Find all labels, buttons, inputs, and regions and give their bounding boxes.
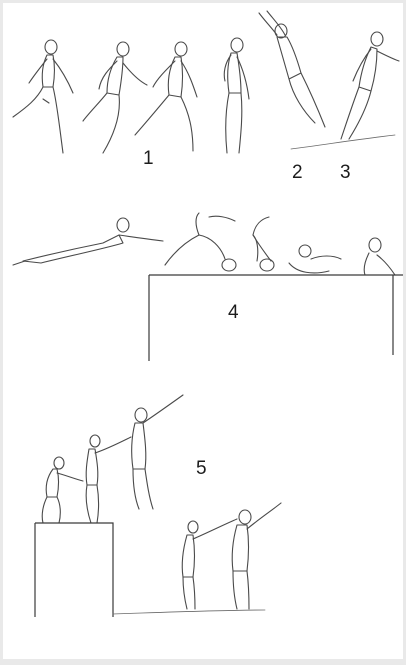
label-2: 2: [292, 163, 303, 182]
leaper-figure-2: [86, 435, 131, 523]
box-5: [35, 523, 113, 617]
runner-figure-2: [83, 42, 147, 153]
lander-figure-3: [341, 32, 399, 139]
leaper-figure-1: [42, 457, 83, 523]
label-4: 4: [228, 303, 239, 322]
label-1: 1: [143, 149, 154, 168]
label-3: 3: [340, 163, 351, 182]
roll-figure-1: [165, 213, 236, 271]
roll-figure-3: [289, 245, 341, 273]
leaper-figure-3: [132, 395, 183, 509]
gymnastics-sketch: [3, 3, 403, 659]
roll-figure-4: [364, 238, 395, 275]
box-4: [149, 275, 403, 361]
stander-figure-1: [182, 519, 237, 609]
landing-ground-line: [291, 135, 395, 149]
diver-figure: [13, 218, 163, 265]
runner-figure-1: [13, 40, 73, 153]
stander-figure-2: [232, 503, 281, 609]
jumper-figure-2: [259, 11, 325, 127]
roll-figure-2: [253, 217, 274, 271]
floor-line-5: [113, 610, 265, 614]
runner-figure-4: [224, 38, 249, 153]
label-5: 5: [196, 459, 207, 478]
runner-figure-3: [135, 42, 197, 151]
diagram-page: 1 2 3 4 5: [3, 3, 403, 659]
